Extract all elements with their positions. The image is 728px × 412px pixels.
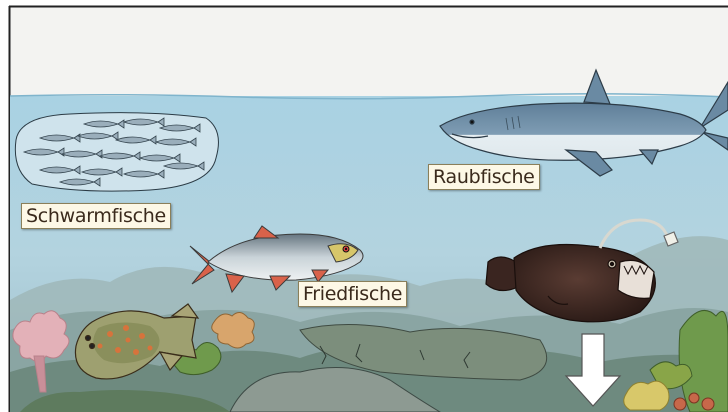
label-friedfische: Friedfische bbox=[298, 281, 407, 307]
label-raubfische: Raubfische bbox=[428, 164, 540, 190]
fish-school bbox=[15, 113, 218, 191]
label-schwarmfische: Schwarmfische bbox=[21, 203, 171, 229]
